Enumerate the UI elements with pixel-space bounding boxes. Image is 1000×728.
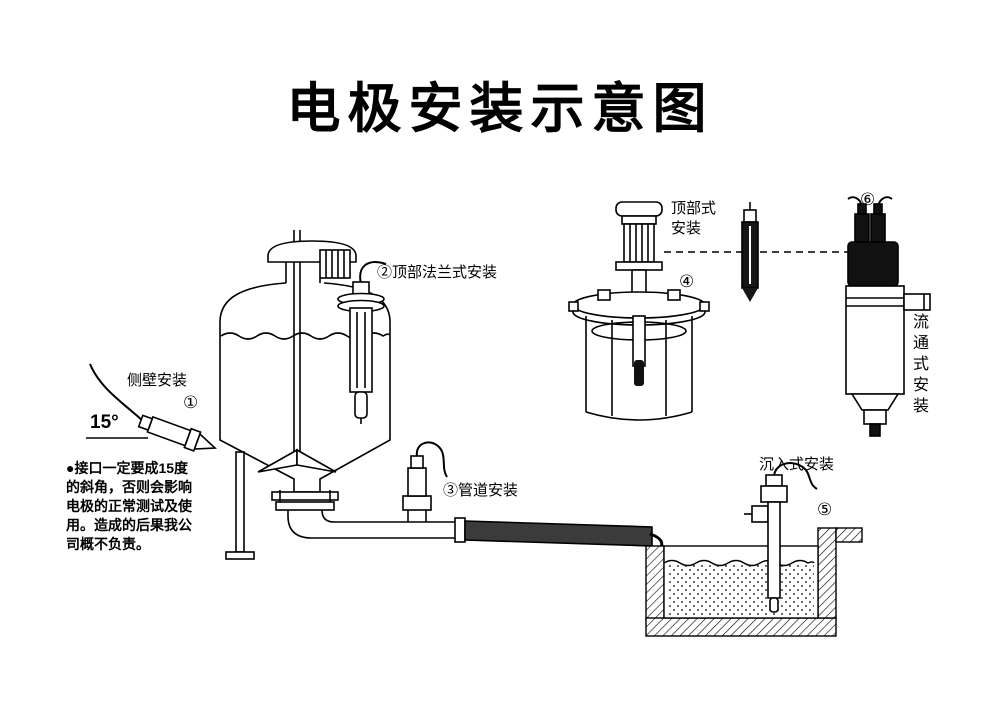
page-title: 电极安装示意图: [286, 79, 714, 139]
flow-cell-outlet: [903, 293, 931, 311]
marker-6: ⑥: [860, 190, 876, 209]
label-submersion-install: 沉入式安装: [759, 456, 835, 473]
pit-liquid-surface: [663, 559, 815, 567]
submersion-electrode: [744, 462, 818, 613]
drain-pit: [645, 527, 863, 637]
top-mount-assembly: [568, 201, 710, 421]
pipeline: [287, 509, 676, 584]
label-pipeline-install: ③管道安装: [443, 482, 519, 499]
label-flow-through-install: 流 通 式 安 装: [913, 314, 930, 416]
pipeline-electrode: [402, 441, 448, 522]
side-wall-probe: [86, 363, 217, 452]
hanging-electrode: [741, 202, 759, 302]
marker-4: ④: [679, 272, 695, 291]
flow-cell: [845, 196, 931, 437]
marker-1: ①: [183, 393, 199, 412]
top-flange-electrode: [337, 261, 387, 424]
label-top-flange-install: ②顶部法兰式安装: [377, 264, 498, 281]
note-text: ●接口一定要成15度 的斜角，否则会影响 电极的正常测试及使 用。造成的后果我公…: [66, 460, 192, 553]
label-side-wall-install: 侧壁安装: [127, 372, 188, 389]
marker-5: ⑤: [817, 500, 833, 519]
label-angle-15deg: 15°: [90, 412, 119, 433]
drain-pipe: [464, 520, 653, 547]
label-top-type-install: 顶部式 安装: [671, 200, 717, 237]
